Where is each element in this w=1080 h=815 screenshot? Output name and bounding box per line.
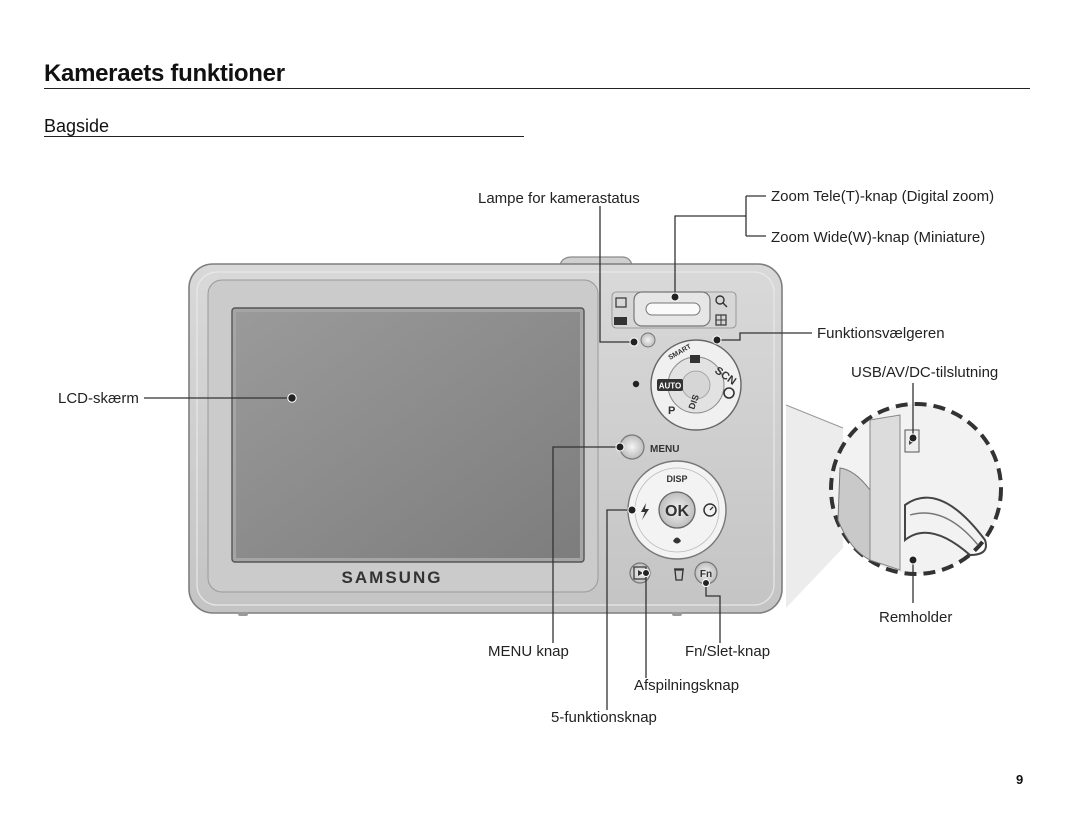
callout-zoom-wide: Zoom Wide(W)-knap (Miniature) bbox=[771, 229, 986, 246]
status-lamp bbox=[640, 332, 656, 348]
self-timer-icon bbox=[703, 503, 717, 517]
auto-mode-label: AUTO bbox=[659, 382, 682, 391]
callout-zoom-tele: Zoom Tele(T)-knap (Digital zoom) bbox=[771, 188, 995, 205]
page-title: Kameraets funktioner bbox=[44, 60, 285, 87]
callout-fn-delete: Fn/Slet-knap bbox=[685, 643, 771, 660]
disp-label: DISP bbox=[666, 474, 687, 484]
callout-strap-holder: Remholder bbox=[879, 609, 953, 626]
fn-label: Fn bbox=[700, 569, 712, 580]
callout-five-function: 5-funktionsknap bbox=[551, 709, 657, 726]
callout-usb-av-dc: USB/AV/DC-tilslutning bbox=[851, 364, 999, 381]
callout-playback: Afspilningsknap bbox=[634, 677, 740, 694]
menu-button-label: MENU bbox=[650, 444, 679, 455]
flash-icon bbox=[641, 503, 649, 520]
page-number: 9 bbox=[1016, 772, 1024, 787]
callout-menu-button: MENU knap bbox=[488, 643, 569, 660]
thumbnail-icon bbox=[614, 317, 627, 325]
section-title: Bagside bbox=[44, 116, 110, 136]
callout-status-lamp: Lampe for kamerastatus bbox=[478, 190, 640, 207]
title-divider bbox=[44, 88, 1030, 89]
lcd-screen bbox=[236, 312, 580, 558]
svg-text:P: P bbox=[668, 405, 675, 417]
brand-logo: SAMSUNG bbox=[342, 568, 443, 587]
svg-text:DIS: DIS bbox=[686, 393, 701, 411]
callout-lcd: LCD-skærm bbox=[58, 390, 139, 407]
movie-frame-icon bbox=[615, 297, 627, 308]
ok-label: OK bbox=[665, 503, 689, 520]
callout-mode-dial: Funktionsvælgeren bbox=[817, 325, 945, 342]
trash-icon bbox=[674, 569, 684, 581]
section-divider bbox=[44, 136, 524, 137]
macro-icon bbox=[673, 537, 681, 544]
magnifier-icon bbox=[715, 295, 725, 305]
ok-button bbox=[658, 491, 696, 529]
